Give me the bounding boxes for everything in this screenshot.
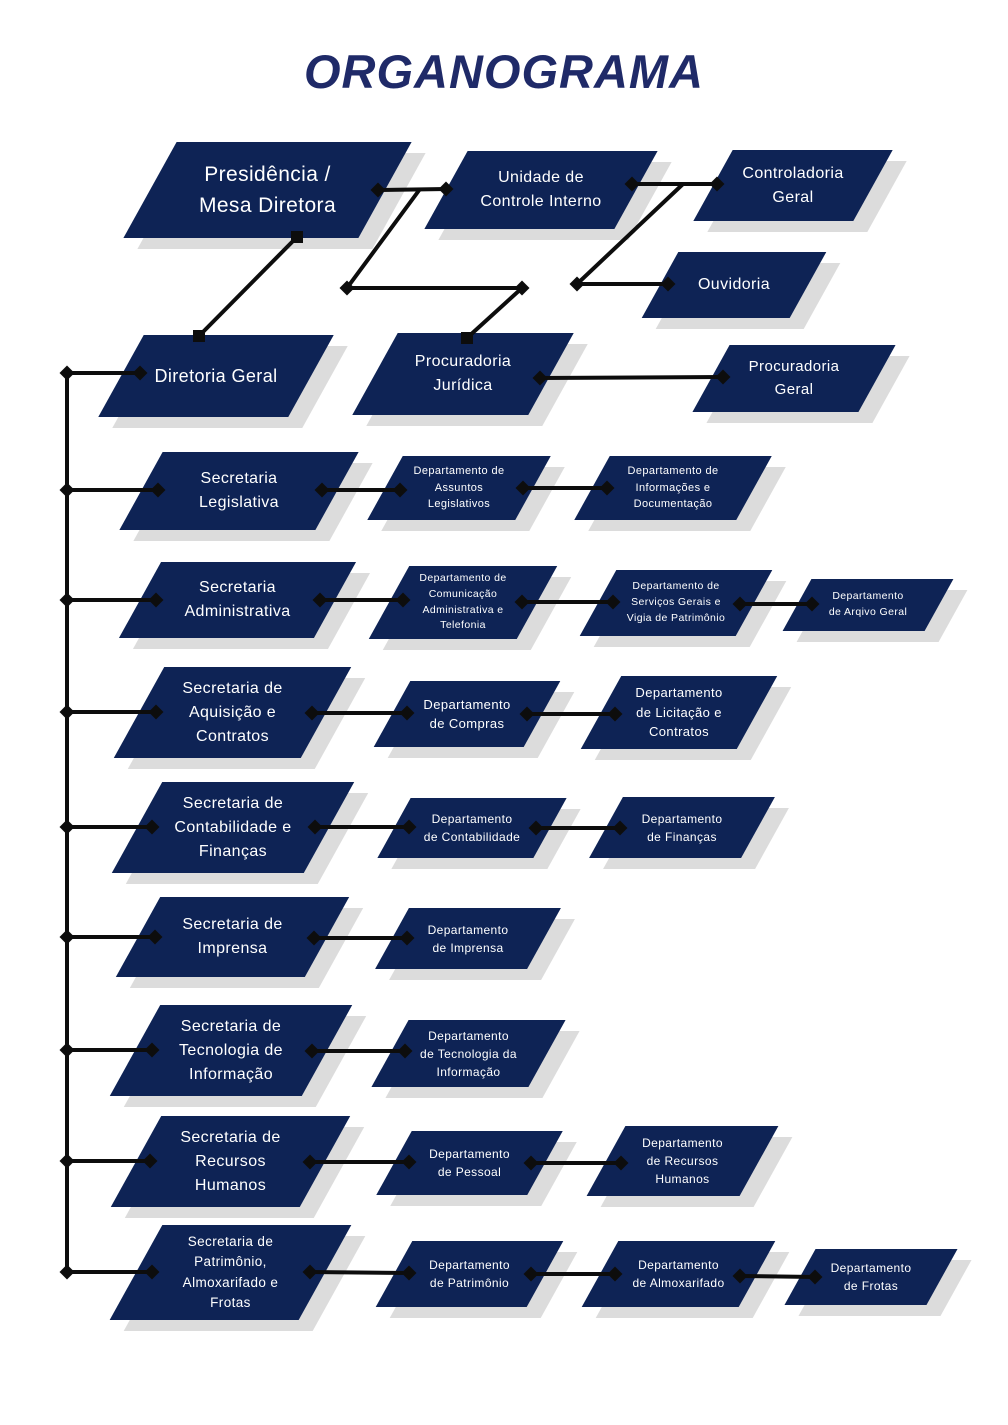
node-label: Ouvidoria (697, 276, 771, 293)
node-dept-recursos-humanos: Departamento de Recursos Humanos (586, 1126, 793, 1207)
node-presidencia: Presidência / Mesa Diretora (123, 142, 426, 249)
node-label: Procuradoria Geral (748, 358, 840, 398)
node-secretaria-recursos-humanos: Secretaria de Recursos Humanos (110, 1116, 365, 1218)
node-label: Diretoria Geral (154, 365, 278, 386)
node-label: Departamento de Licitação e Contratos (635, 685, 723, 740)
node-dept-frotas: Departamento de Frotas (784, 1249, 972, 1316)
node-label: Departamento de Almoxarifado (632, 1258, 725, 1290)
node-label: Departamento de Recursos Humanos (642, 1136, 723, 1186)
node-label: Secretaria Administrativa (184, 579, 291, 620)
node-label: Secretaria Legislativa (198, 470, 279, 511)
node-dept-patrimonio: Departamento de Patrimônio (375, 1241, 578, 1318)
node-dept-contabilidade: Departamento de Contabilidade (377, 798, 581, 869)
node-dept-compras: Departamento de Compras (373, 681, 575, 758)
node-secretaria-contabilidade-financas: Secretaria de Contabilidade e Finanças (111, 782, 369, 884)
edge-presidencia-diretoria (197, 235, 299, 338)
node-dept-servicos-gerais: Departamento de Serviços Gerais e Vigia … (579, 570, 787, 647)
node-secretaria-administrativa: Secretaria Administrativa (118, 562, 371, 649)
node-label: Departamento de Patrimônio (429, 1258, 510, 1290)
node-label: Departamento de Frotas (830, 1261, 912, 1293)
node-label: Secretaria de Aquisição e Contratos (182, 679, 283, 745)
node-dept-informacoes-documentacao: Departamento de Informações e Documentaç… (574, 456, 786, 531)
node-dept-pessoal: Departamento de Pessoal (376, 1131, 577, 1206)
node-secretaria-aquisicao-contratos: Secretaria de Aquisição e Contratos (113, 667, 366, 769)
node-ouvidoria: Ouvidoria (641, 252, 841, 329)
node-dept-arquivo-geral: Departamento de Arqivo Geral (782, 579, 968, 642)
node-secretaria-tecnologia-informacao: Secretaria de Tecnologia de Informação (109, 1005, 367, 1107)
node-dept-comunicacao-administrativa: Departamento de Comunicação Administrati… (368, 566, 572, 650)
node-label: Secretaria de Contabilidade e Finanças (174, 794, 292, 860)
node-procuradoria-geral: Procuradoria Geral (692, 345, 910, 423)
node-label: Presidência / Mesa Diretora (198, 162, 337, 218)
node-label: Secretaria de Patrimônio, Almoxarifado e… (182, 1234, 279, 1310)
page-title: ORGANOGRAMA (303, 45, 705, 98)
node-label: Departamento de Tecnologia da Informação (420, 1028, 517, 1079)
node-dept-imprensa: Departamento de Imprensa (375, 908, 575, 980)
node-dept-tecnologia-informacao: Departamento de Tecnologia da Informação (371, 1020, 580, 1098)
node-label: Controladoria Geral (742, 164, 844, 206)
node-label: Unidade de Controle Interno (480, 169, 602, 210)
node-label: Secretaria de Imprensa (182, 916, 283, 957)
node-label: Departamento de Serviços Gerais e Vigia … (626, 580, 726, 624)
node-label: Departamento de Comunicação Administrati… (419, 572, 507, 632)
node-diretoria-geral: Diretoria Geral (98, 335, 348, 428)
node-controladoria-geral: Controladoria Geral (693, 150, 907, 232)
node-dept-financas: Departamento de Finanças (589, 797, 789, 869)
node-label: Secretaria de Tecnologia de Informação (179, 1017, 283, 1083)
node-label: Departamento de Imprensa (427, 922, 509, 955)
node-label: Procuradoria Jurídica (414, 353, 512, 394)
node-dept-licitacao-contratos: Departamento de Licitação e Contratos (580, 676, 792, 760)
node-label: Departamento de Informações e Documentaç… (627, 465, 719, 511)
node-procuradoria-juridica: Procuradoria Jurídica (352, 333, 588, 426)
node-secretaria-legislativa: Secretaria Legislativa (119, 452, 373, 541)
node-label: Secretaria de Recursos Humanos (180, 1128, 281, 1194)
node-label: Departamento de Finanças (641, 811, 723, 844)
node-unidade-controle-interno: Unidade de Controle Interno (424, 151, 672, 240)
node-label: Departamento de Contabilidade (423, 812, 521, 844)
node-label: Departamento de Arqivo Geral (828, 590, 908, 618)
node-label: Departamento de Compras (423, 696, 511, 732)
node-label: Departamento de Pessoal (429, 1147, 510, 1179)
node-dept-almoxarifado: Departamento de Almoxarifado (581, 1241, 790, 1318)
node-label: Departamento de Assuntos Legislativos (413, 465, 505, 511)
node-dept-assuntos-legislativos: Departamento de Assuntos Legislativos (367, 456, 565, 531)
node-secretaria-patrimonio: Secretaria de Patrimônio, Almoxarifado e… (109, 1225, 366, 1331)
node-secretaria-imprensa: Secretaria de Imprensa (115, 897, 364, 988)
